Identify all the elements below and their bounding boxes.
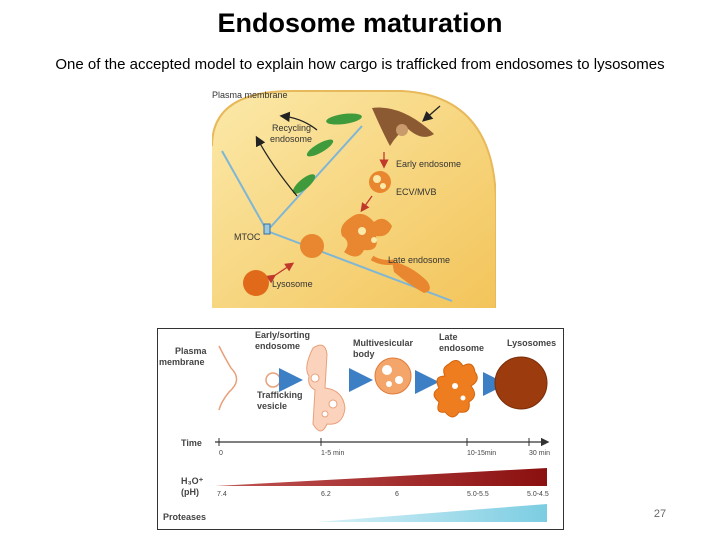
endosome-maturation-timeline: Plasma membrane Trafficking vesicle Earl…	[157, 328, 564, 530]
lysosome	[243, 270, 269, 296]
trafficking-vesicle	[265, 372, 281, 388]
plasma-membrane-curve	[218, 345, 238, 411]
trafficking-vesicle-label: Trafficking vesicle	[257, 390, 305, 411]
late-endosome-label: Late endosome	[439, 332, 484, 353]
recycling-endosome	[306, 139, 334, 157]
late-endosome-sphere	[300, 234, 324, 258]
time-tick-label: 10-15min	[467, 450, 496, 457]
mtoc-icon	[263, 223, 271, 235]
ph-tick-label: 7.4	[217, 491, 227, 498]
late-endosome	[341, 213, 430, 293]
lysosomes-label: Lysosomes	[507, 338, 556, 348]
early-endosome	[372, 107, 434, 146]
time-ticks: 0 1-5 min 10-15min 30 min	[218, 438, 550, 457]
microtubule	[221, 150, 268, 232]
time-tick-label: 0	[219, 450, 223, 457]
recycling-label: Recycling endosome	[270, 123, 314, 144]
maturation-arrow	[360, 195, 373, 213]
endosome-pathway-diagram: Plasma membrane MTOC Recycling endosome …	[212, 90, 496, 308]
plasma-membrane-label: Plasma membrane	[212, 90, 288, 100]
plasma-membrane-label: Plasma membrane	[159, 346, 209, 367]
lysosome	[494, 356, 548, 410]
ph-tick-label: 5.0-4.5	[527, 491, 549, 498]
ph-tick-label: 6.2	[321, 491, 331, 498]
lysosome-label: Lysosome	[272, 279, 313, 289]
early-endosome-label: Early endosome	[396, 159, 461, 169]
slide-subtitle: One of the accepted model to explain how…	[55, 56, 665, 73]
early-sorting-label: Early/sorting endosome	[255, 330, 313, 351]
late-endosome	[433, 360, 478, 418]
cell-cytoplasm	[212, 91, 496, 308]
ph-tick-label: 6	[395, 491, 399, 498]
ph-tick-label: 5.0-5.5	[467, 491, 489, 498]
multivesicular-body	[374, 357, 412, 395]
ph-ticks: 7.4 6.2 6 5.0-5.5 5.0-4.5	[217, 491, 549, 498]
mtoc-label: MTOC	[234, 232, 261, 242]
recycling-arrow	[279, 111, 318, 131]
early-sorting-endosome	[306, 344, 346, 432]
ph-gradient-wedge	[215, 468, 547, 486]
time-axis-label: Time	[181, 438, 202, 448]
ph-label: H₃O⁺ (pH)	[181, 476, 206, 497]
proteases-label: Proteases	[163, 512, 206, 522]
recycling-arrow	[255, 135, 298, 197]
late-endosome-label: Late endosome	[388, 255, 450, 265]
recycling-endosome	[292, 174, 316, 194]
time-tick-label: 1-5 min	[321, 450, 344, 457]
protease-gradient-wedge	[317, 504, 547, 522]
ecv-mvb	[369, 171, 391, 193]
cell-membrane	[212, 90, 496, 308]
ecv-mvb-label: ECV/MVB	[396, 187, 437, 197]
slide-title: Endosome maturation	[217, 8, 503, 38]
recycling-endosome	[326, 113, 362, 125]
mvb-label: Multivesicular body	[353, 338, 416, 359]
figure-frame	[157, 328, 564, 530]
uptake-arrow	[422, 105, 441, 122]
lysosome-arrow	[266, 262, 295, 284]
slide-number: 27	[653, 508, 667, 520]
time-tick-label: 30 min	[529, 450, 550, 457]
